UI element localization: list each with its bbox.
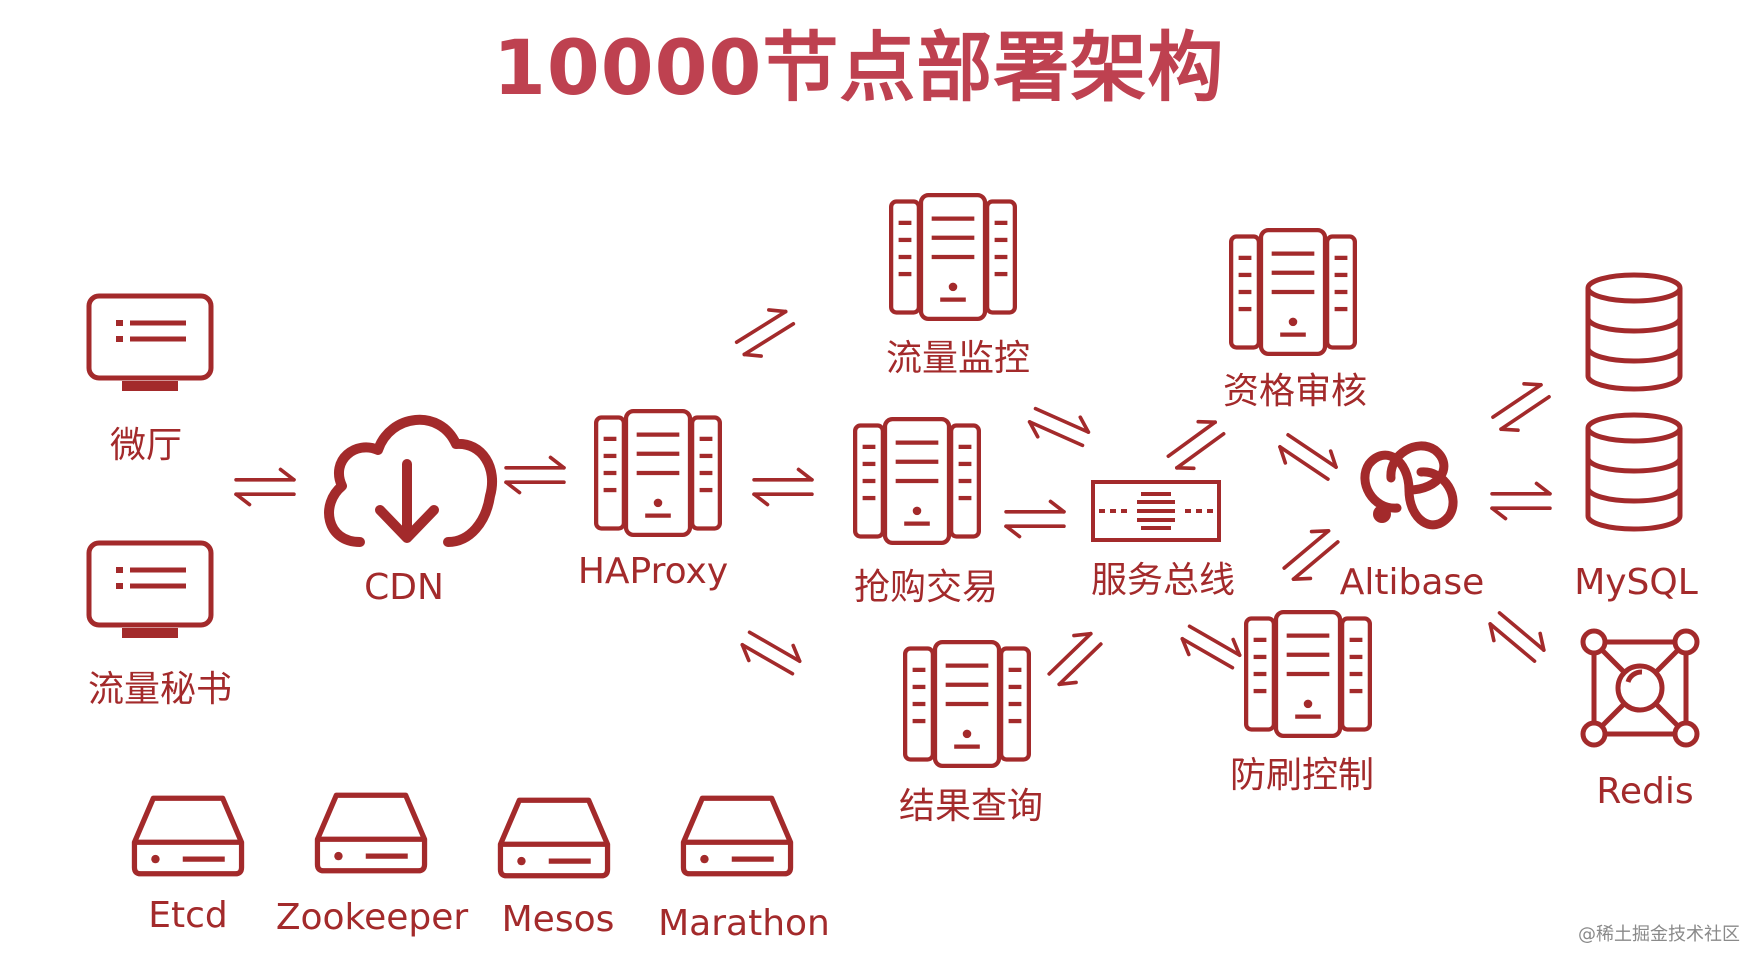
bidirectional-arrow-icon: [1484, 372, 1559, 441]
node-label-liuliang-jiankong: 流量监控: [885, 338, 1031, 379]
database-icon: [1584, 272, 1684, 392]
server-rack-icon: [1229, 228, 1357, 356]
monitor-icon: [86, 293, 214, 391]
watermark: @稀土掘金技术社区: [1578, 924, 1740, 945]
node-label-redis: Redis: [1596, 771, 1694, 812]
server-rack-icon: [594, 409, 722, 537]
bidirectional-arrow-icon: [1159, 410, 1234, 480]
infra-label-mesos: Mesos: [501, 899, 615, 940]
node-label-qianggou-jiaoyi: 抢购交易: [853, 567, 999, 608]
node-label-mysql: MySQL: [1574, 562, 1698, 603]
bidirectional-arrow-icon: [504, 454, 566, 496]
bidirectional-arrow-icon: [728, 299, 803, 367]
bidirectional-arrow-icon: [1174, 613, 1249, 680]
node-label-zige-shenhe: 资格审核: [1222, 371, 1368, 412]
server-rack-icon: [903, 640, 1031, 768]
infra-label-etcd: Etcd: [148, 895, 228, 936]
bidirectional-arrow-icon: [1271, 422, 1346, 491]
bidirectional-arrow-icon: [1490, 480, 1552, 522]
bidirectional-arrow-icon: [1022, 395, 1096, 459]
bidirectional-arrow-icon: [1480, 601, 1554, 673]
node-label-altibase: Altibase: [1339, 562, 1485, 603]
server-rack-icon: [853, 417, 981, 545]
node-label-fuwu-zongxian: 服务总线: [1090, 560, 1236, 601]
bidirectional-arrow-icon: [1274, 519, 1348, 591]
redis-cube-icon: [1580, 628, 1700, 748]
node-label-fangshua-kongzhi: 防刷控制: [1229, 755, 1375, 796]
infra-label-zookeeper: Zookeeper: [275, 897, 469, 938]
node-label-haproxy: HAProxy: [577, 551, 729, 592]
database-icon: [1584, 412, 1684, 532]
bidirectional-arrow-icon: [734, 619, 809, 686]
hard-drive-icon: [679, 794, 795, 878]
cloud-download-icon: [324, 415, 498, 547]
bidirectional-arrow-icon: [234, 466, 296, 508]
monitor-icon: [86, 540, 214, 638]
bidirectional-arrow-icon: [1038, 622, 1112, 695]
bidirectional-arrow-icon: [752, 466, 814, 508]
service-bus-icon: [1091, 480, 1221, 542]
hard-drive-icon: [496, 796, 612, 880]
altibase-logo-icon: [1360, 441, 1458, 530]
hard-drive-icon: [313, 791, 429, 875]
node-label-liuliang-mishu: 流量秘书: [87, 669, 233, 710]
bidirectional-arrow-icon: [1004, 498, 1066, 540]
infra-label-marathon: Marathon: [658, 903, 830, 944]
node-label-jieguo-chaxun: 结果查询: [898, 786, 1044, 827]
server-rack-icon: [1244, 610, 1372, 738]
server-rack-icon: [889, 193, 1017, 321]
hard-drive-icon: [130, 794, 246, 878]
node-label-cdn: CDN: [364, 567, 444, 608]
page-title: 10000节点部署架构: [493, 23, 1225, 112]
node-label-weiting: 微厅: [109, 425, 183, 466]
